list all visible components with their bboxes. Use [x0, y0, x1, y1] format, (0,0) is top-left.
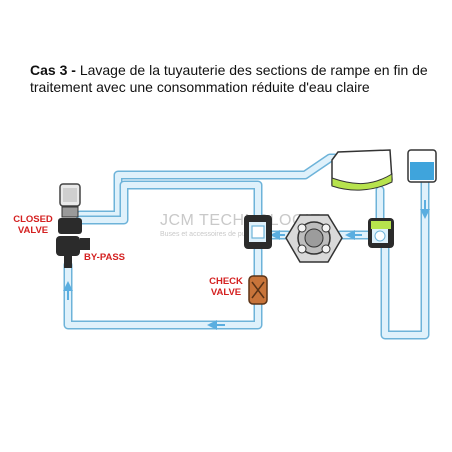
title-text: Lavage de la tuyauterie des sections de …: [30, 62, 428, 95]
check-valve-label-line2: VALVE: [210, 287, 242, 298]
main-tank: [331, 149, 393, 191]
pump: [285, 214, 343, 263]
diagram-title: Cas 3 - Lavage de la tuyauterie des sect…: [30, 62, 430, 96]
check-valve-label: CHECK VALVE: [204, 276, 248, 298]
closed-valve: [56, 183, 90, 268]
title-prefix: Cas 3 -: [30, 62, 76, 78]
clean-water-tank: [407, 149, 437, 183]
section-valve-right: [368, 218, 394, 248]
watermark-subtitle: Buses et accessoires de pulvérisation: [160, 231, 278, 238]
check-valve-label-line1: CHECK: [209, 276, 243, 287]
section-valve-left: [244, 215, 272, 249]
closed-valve-label-line1: CLOSED: [13, 214, 53, 225]
bypass-label: BY-PASS: [84, 252, 126, 263]
watermark-brand: JCM TECHNOLOGIE: [160, 212, 321, 229]
check-valve: [248, 275, 268, 305]
closed-valve-label-line2: VALVE: [17, 225, 49, 236]
closed-valve-label: CLOSED VALVE: [10, 214, 56, 236]
pipe-clean-water: [380, 175, 430, 340]
